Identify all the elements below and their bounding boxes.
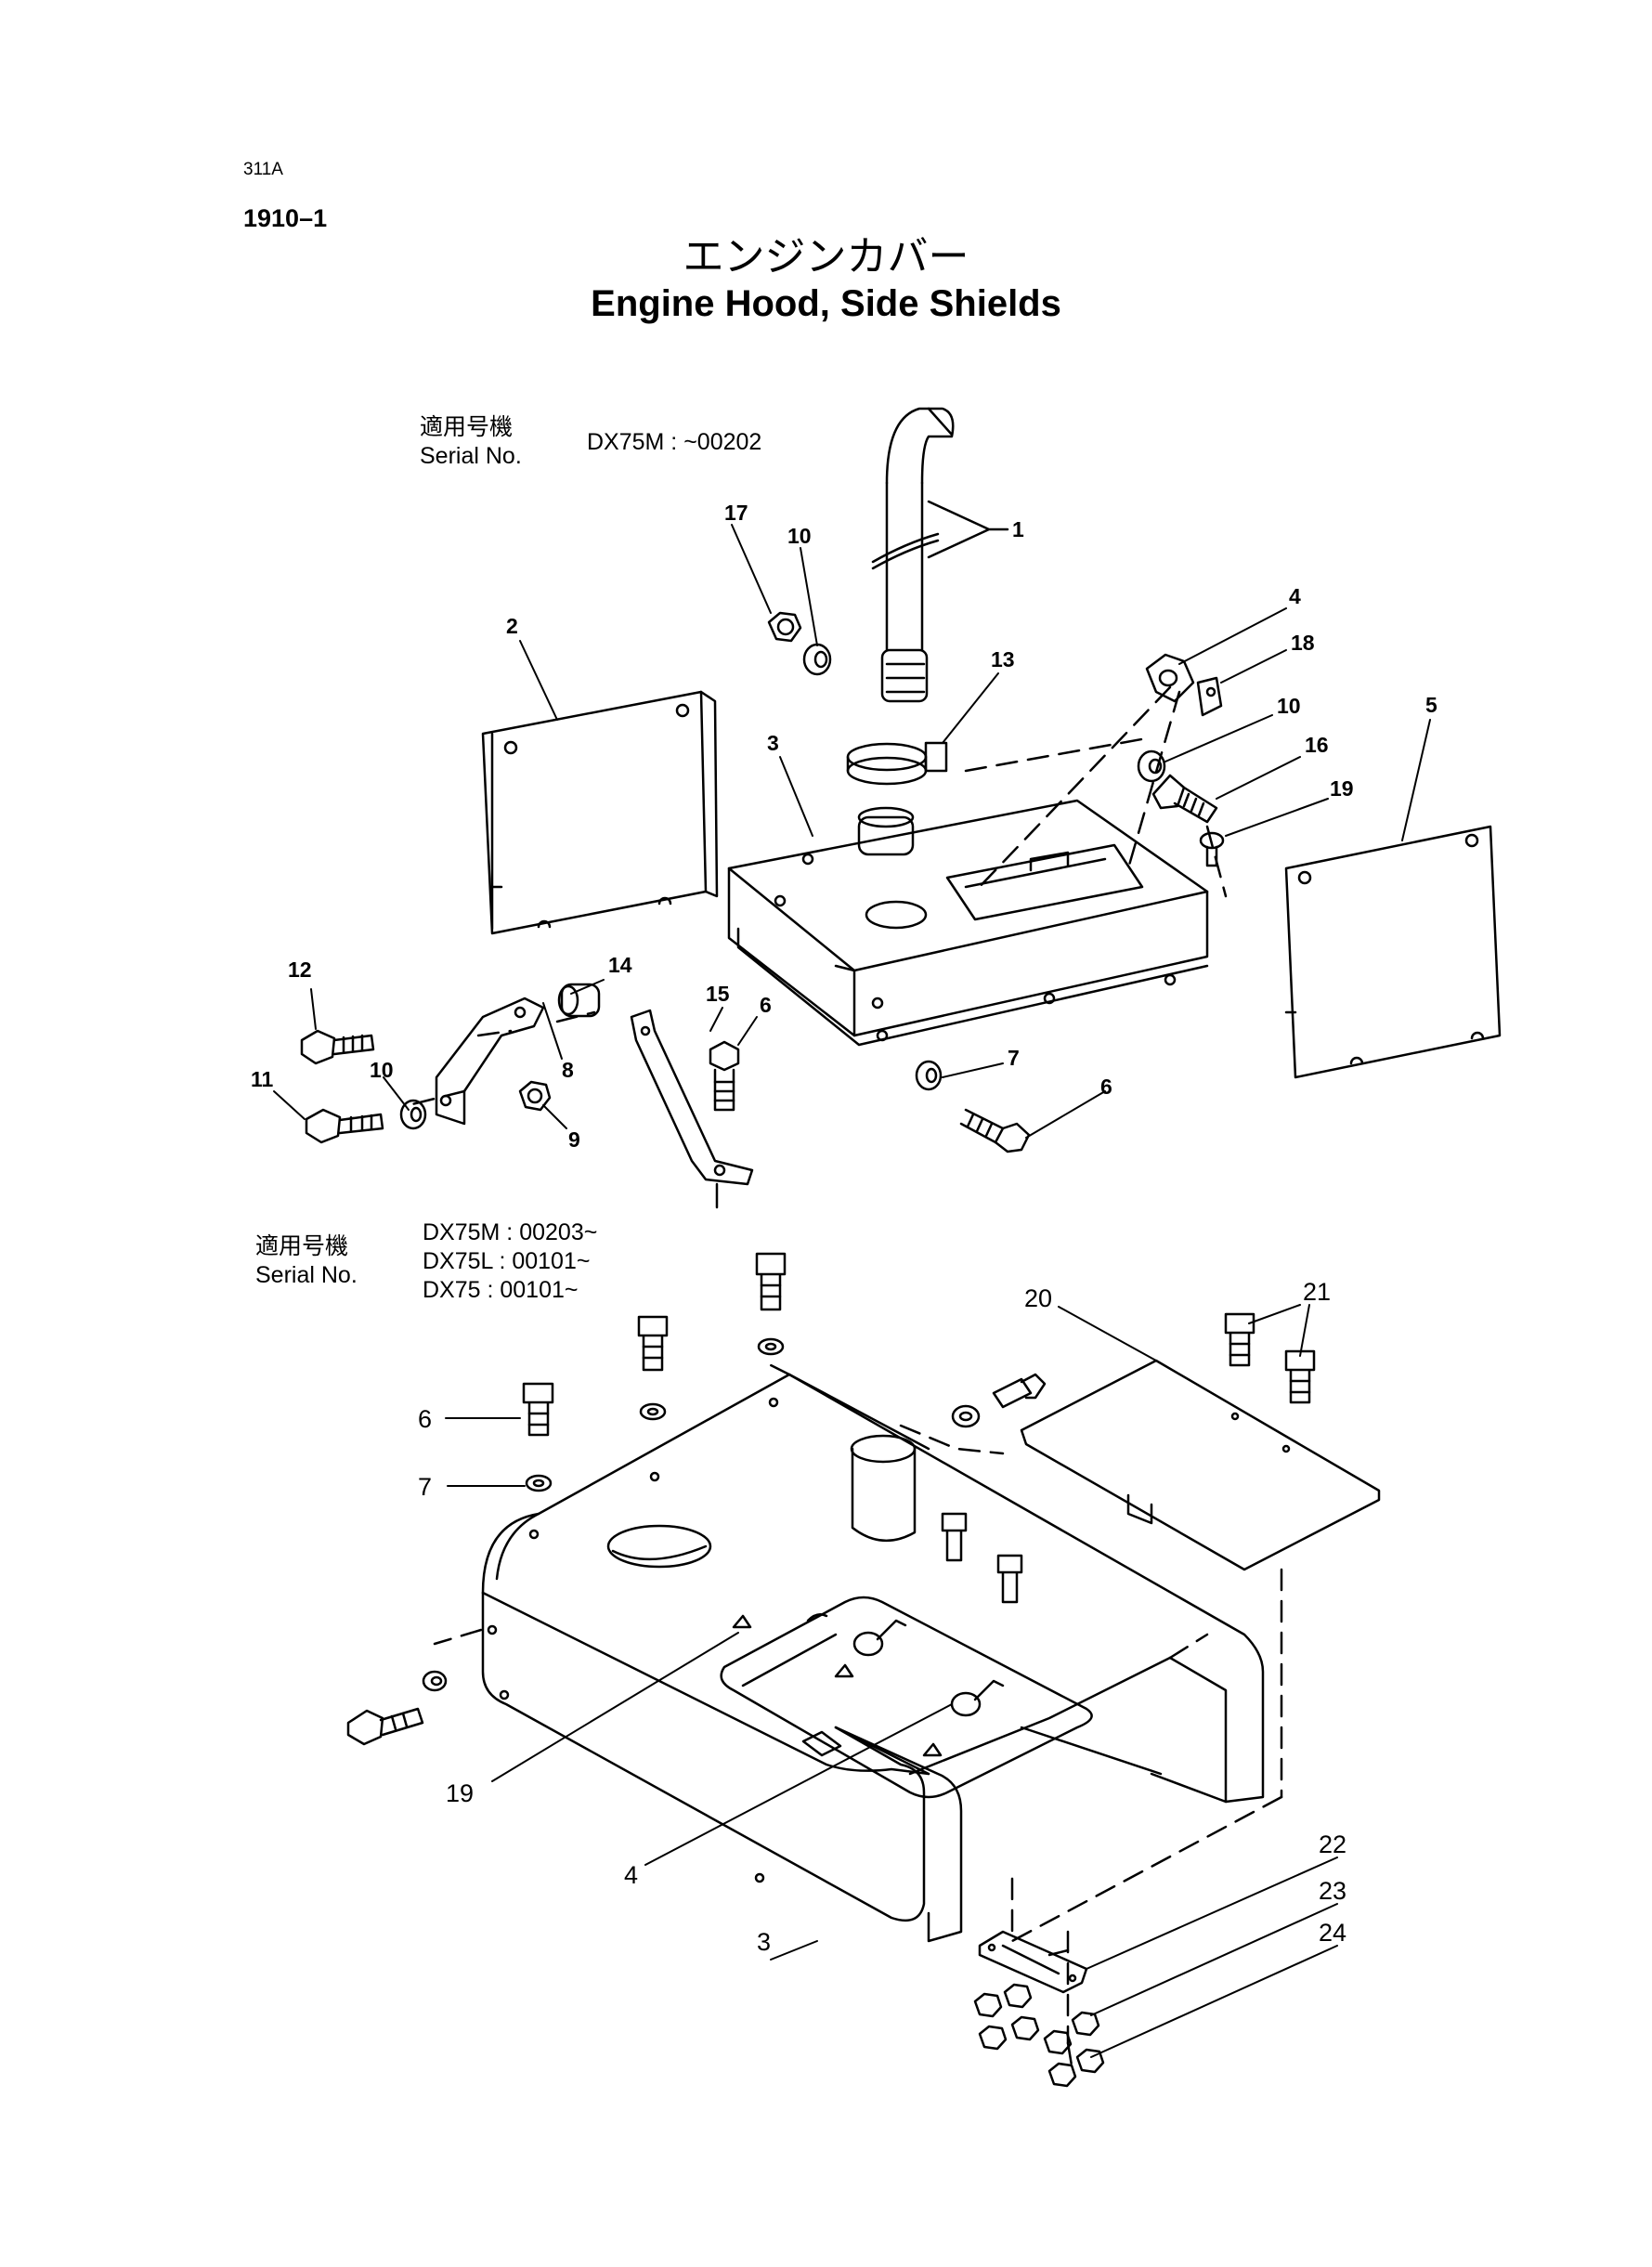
callout-6: 6 xyxy=(760,993,772,1017)
callout-1: 1 xyxy=(1012,517,1024,541)
side-panel-right xyxy=(1284,825,1502,1079)
serial-range: DX75 : 00101~ xyxy=(423,1277,579,1303)
callout-13: 13 xyxy=(991,647,1015,671)
bolt xyxy=(1151,774,1218,824)
serial-label-en: Serial No. xyxy=(420,443,522,469)
callout-2: 2 xyxy=(506,614,518,638)
serial-label-jp: 適用号機 xyxy=(255,1233,349,1259)
serial-range-lower: DX75M : 00203~ DX75L : 00101~ DX75 : 001… xyxy=(423,1218,597,1305)
lower-exploded-view: 3 4 6 7 19 20 21 22 23 24 xyxy=(346,1252,1381,2088)
callout-8: 8 xyxy=(562,1058,574,1082)
nuts-set xyxy=(973,1983,1105,2088)
callout-20: 20 xyxy=(1024,1284,1052,1312)
serial-block-lower: 適用号機 Serial No. xyxy=(255,1232,358,1290)
exhaust-pipe xyxy=(871,407,1009,703)
callout-5: 5 xyxy=(1425,693,1437,717)
side-panel-left xyxy=(481,690,719,935)
callout-22: 22 xyxy=(1319,1831,1346,1858)
callout-17: 17 xyxy=(724,501,748,525)
callout-16: 16 xyxy=(1305,733,1329,757)
serial-range-upper: DX75M : ~00202 xyxy=(587,428,761,457)
nut xyxy=(767,611,802,643)
section-number: 1910–1 xyxy=(243,204,328,232)
serial-block-upper: 適用号機 Serial No. xyxy=(420,413,522,471)
callout-24: 24 xyxy=(1319,1919,1346,1947)
support-bracket xyxy=(435,997,545,1126)
engine-hood-lower xyxy=(481,1373,1265,1943)
stay-bracket xyxy=(630,1009,754,1209)
callout-3: 3 xyxy=(757,1928,771,1956)
callout-14: 14 xyxy=(608,953,632,977)
callout-7: 7 xyxy=(418,1473,432,1501)
title-japanese: エンジンカバー xyxy=(683,233,969,280)
callout-6: 6 xyxy=(418,1405,432,1433)
callout-10: 10 xyxy=(1277,694,1301,718)
callout-12: 12 xyxy=(288,958,312,982)
callout-9: 9 xyxy=(568,1127,580,1152)
serial-range: DX75M : ~00202 xyxy=(587,429,762,455)
callouts-upper: 1 2 3 4 5 6 6 7 8 9 10 10 10 11 12 13 14… xyxy=(251,501,1437,1152)
pipe-clamp xyxy=(846,741,948,786)
callout-23: 23 xyxy=(1319,1877,1346,1905)
nut-left xyxy=(518,1080,552,1112)
washer-right xyxy=(1137,749,1166,783)
title-english: Engine Hood, Side Shields xyxy=(591,283,1061,324)
leader-lines-lower xyxy=(445,1304,1338,2058)
callout-4: 4 xyxy=(1289,584,1301,608)
serial-label-en: Serial No. xyxy=(255,1262,358,1288)
callouts-lower: 3 4 6 7 19 20 21 22 23 24 xyxy=(418,1278,1346,1956)
callout-7: 7 xyxy=(1008,1046,1020,1070)
bolt-vertical xyxy=(709,1040,740,1112)
hood-bolts xyxy=(346,1252,1316,1746)
callout-11: 11 xyxy=(251,1067,274,1091)
callout-6: 6 xyxy=(1100,1075,1112,1099)
callout-10: 10 xyxy=(370,1058,394,1082)
engine-hood-upper xyxy=(727,799,1209,1047)
page-code: 311A xyxy=(243,160,283,179)
callout-3: 3 xyxy=(767,731,779,755)
assembly-lines-lower xyxy=(433,1359,1283,2073)
nut-plate xyxy=(978,1930,1088,1994)
leader-lines-upper xyxy=(273,524,1431,1139)
callout-18: 18 xyxy=(1291,631,1315,655)
washer-hood xyxy=(915,1060,943,1091)
serial-range: DX75L : 00101~ xyxy=(423,1248,591,1274)
inspection-cover xyxy=(732,1613,1005,1757)
serial-range: DX75M : 00203~ xyxy=(423,1219,598,1245)
washer xyxy=(802,643,832,676)
bracket-plate xyxy=(1145,653,1195,703)
bolt-lower-left xyxy=(305,1108,384,1144)
callout-21: 21 xyxy=(1303,1278,1331,1306)
callout-15: 15 xyxy=(706,982,730,1006)
clip xyxy=(1196,676,1223,717)
callout-10: 10 xyxy=(787,524,812,548)
serial-label-jp: 適用号機 xyxy=(420,414,514,440)
rivet xyxy=(1199,831,1225,867)
washer-left xyxy=(399,1099,427,1130)
rubber-cushion xyxy=(557,983,601,1018)
callout-19: 19 xyxy=(1330,776,1354,801)
callout-19: 19 xyxy=(446,1779,474,1807)
callout-4: 4 xyxy=(624,1861,638,1889)
upper-exploded-view: 1 2 3 4 5 6 6 7 8 9 10 10 10 11 12 13 14… xyxy=(251,407,1502,1209)
bolt-hood xyxy=(959,1108,1031,1153)
assembly-lines-upper xyxy=(407,685,1228,1107)
bolt-upper-left xyxy=(300,1029,375,1065)
